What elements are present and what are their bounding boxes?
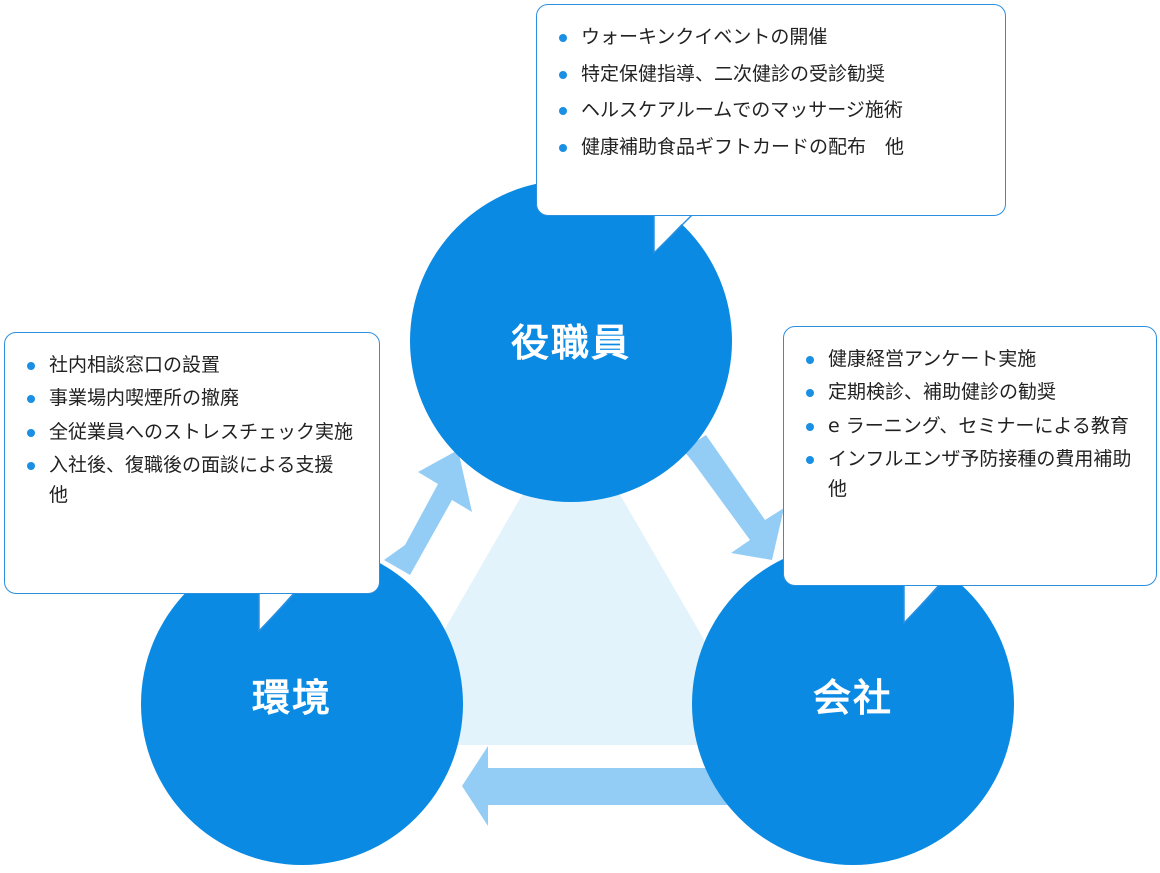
bullet-dot <box>806 456 814 465</box>
list-item: 社内相談窓口の設置 <box>25 351 359 380</box>
node-company: 会社 <box>692 543 1014 865</box>
node-staff: 役職員 <box>410 180 732 502</box>
arrow-left-to-top <box>384 450 472 575</box>
bullet-dot <box>806 356 814 364</box>
list-item: 事業場内喫煙所の撤廃 <box>25 384 359 413</box>
bullet-dot <box>559 143 567 152</box>
node-staff-label: 役職員 <box>510 320 631 365</box>
bubble-right-tail <box>903 583 941 625</box>
arrow-right-to-left <box>462 746 735 826</box>
list-item: 全従業員へのストレスチェック実施 <box>25 418 359 447</box>
bullet-dot <box>806 422 814 431</box>
bubble-top-tail <box>653 213 693 255</box>
bullet-dot <box>27 362 35 370</box>
bullet-dot <box>559 70 567 79</box>
bullet-dot <box>559 34 567 42</box>
node-environment-label: 環境 <box>251 675 332 720</box>
list-item: 定期検診、補助健診の勧奨 <box>804 378 1136 407</box>
bullet-dot <box>27 462 35 471</box>
list-item: 特定保健指導、二次健診の受診勧奨 <box>557 60 985 89</box>
list-item: 健康補助食品ギフトカードの配布 他 <box>557 133 985 162</box>
list-item: インフルエンザ予防接種の費用補助 他 <box>804 445 1150 504</box>
bullet-dot <box>559 107 567 115</box>
bullet-dot <box>806 389 814 398</box>
arrow-top-to-right <box>683 435 784 560</box>
list-item: ヘルスケアルームでのマッサージ施術 <box>557 96 985 125</box>
list-item: 健康経営アンケート実施 <box>804 345 1136 374</box>
node-environment: 環境 <box>141 543 463 865</box>
center-triangle <box>378 410 765 745</box>
list-item: e ラーニング、セミナーによる教育 <box>804 412 1136 441</box>
node-company-label: 会社 <box>812 675 893 720</box>
bubble-staff-measures: ウォーキンクイベントの開催 特定保健指導、二次健診の受診勧奨 ヘルスケアルームで… <box>536 4 1006 216</box>
bubble-left-tail <box>258 591 296 633</box>
list-item: 入社後、復職後の面談による支援 他 <box>25 451 359 510</box>
bubble-environment-measures: 社内相談窓口の設置 事業場内喫煙所の撤廃 全従業員へのストレスチェック実施 入社… <box>4 332 380 594</box>
bubble-company-measures: 健康経営アンケート実施 定期検診、補助健診の勧奨 e ラーニング、セミナーによる… <box>783 326 1157 586</box>
list-item: ウォーキンクイベントの開催 <box>557 23 985 52</box>
bullet-dot <box>27 395 35 404</box>
environment-measures-list: 社内相談窓口の設置 事業場内喫煙所の撤廃 全従業員へのストレスチェック実施 入社… <box>25 351 359 510</box>
staff-measures-list: ウォーキンクイベントの開催 特定保健指導、二次健診の受診勧奨 ヘルスケアルームで… <box>557 23 985 161</box>
company-measures-list: 健康経営アンケート実施 定期検診、補助健診の勧奨 e ラーニング、セミナーによる… <box>804 345 1150 504</box>
bullet-dot <box>27 428 35 437</box>
